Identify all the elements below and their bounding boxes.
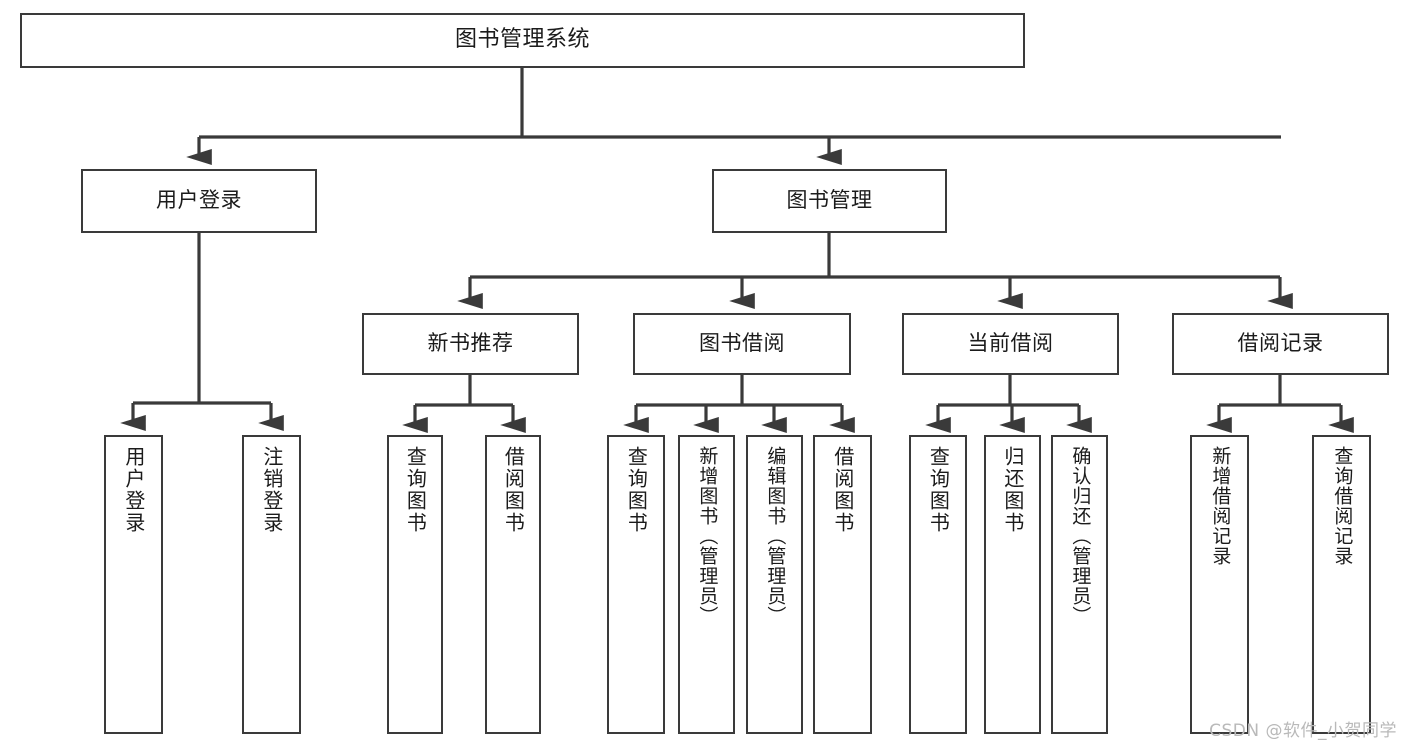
node-root-label: 图书管理系统 (454, 27, 590, 53)
node-leaf-user-logout-label: 注销登录 (259, 446, 284, 534)
node-book-manage[interactable]: 图书管理 (712, 169, 947, 233)
node-leaf-borrow-book-2-label: 借阅图书 (830, 446, 855, 534)
node-user-login-label: 用户登录 (156, 188, 242, 213)
node-leaf-user-login-label: 用户登录 (121, 446, 146, 534)
node-current-borrow[interactable]: 当前借阅 (902, 313, 1119, 375)
node-leaf-add-book[interactable]: 新增图书（管理员） (678, 435, 735, 734)
node-leaf-add-book-label: 新增图书（管理员） (696, 446, 719, 626)
node-book-borrow[interactable]: 图书借阅 (633, 313, 851, 375)
node-root[interactable]: 图书管理系统 (20, 13, 1025, 68)
node-leaf-query-record[interactable]: 查询借阅记录 (1312, 435, 1371, 734)
node-leaf-borrow-book-1[interactable]: 借阅图书 (485, 435, 541, 734)
node-book-borrow-label: 图书借阅 (699, 331, 785, 356)
node-new-book-recommend-label: 新书推荐 (427, 331, 514, 356)
node-leaf-user-logout[interactable]: 注销登录 (242, 435, 301, 734)
node-user-login[interactable]: 用户登录 (81, 169, 317, 233)
node-leaf-user-login[interactable]: 用户登录 (104, 435, 163, 734)
node-leaf-add-record-label: 新增借阅记录 (1209, 446, 1232, 566)
node-leaf-borrow-book-2[interactable]: 借阅图书 (813, 435, 872, 734)
node-leaf-query-book-1[interactable]: 查询图书 (387, 435, 443, 734)
node-borrow-record[interactable]: 借阅记录 (1172, 313, 1389, 375)
node-leaf-confirm-return-label: 确认归还（管理员） (1069, 446, 1092, 626)
node-leaf-edit-book[interactable]: 编辑图书（管理员） (746, 435, 803, 734)
node-leaf-query-book-1-label: 查询图书 (403, 446, 428, 534)
node-leaf-query-book-3[interactable]: 查询图书 (909, 435, 967, 734)
node-current-borrow-label: 当前借阅 (967, 331, 1054, 356)
node-leaf-return-book[interactable]: 归还图书 (984, 435, 1041, 734)
node-leaf-query-book-2-label: 查询图书 (624, 446, 649, 534)
node-borrow-record-label: 借阅记录 (1237, 331, 1324, 356)
watermark-label: CSDN @软件_小贺同学 (1209, 721, 1397, 741)
node-leaf-return-book-label: 归还图书 (1000, 446, 1025, 534)
node-leaf-edit-book-label: 编辑图书（管理员） (764, 446, 787, 626)
node-new-book-recommend[interactable]: 新书推荐 (362, 313, 579, 375)
node-leaf-query-record-label: 查询借阅记录 (1331, 446, 1354, 566)
node-leaf-confirm-return[interactable]: 确认归还（管理员） (1051, 435, 1108, 734)
node-leaf-add-record[interactable]: 新增借阅记录 (1190, 435, 1249, 734)
node-leaf-query-book-2[interactable]: 查询图书 (607, 435, 665, 734)
node-leaf-query-book-3-label: 查询图书 (926, 446, 951, 534)
node-leaf-borrow-book-1-label: 借阅图书 (501, 446, 526, 534)
node-book-manage-label: 图书管理 (786, 188, 873, 213)
